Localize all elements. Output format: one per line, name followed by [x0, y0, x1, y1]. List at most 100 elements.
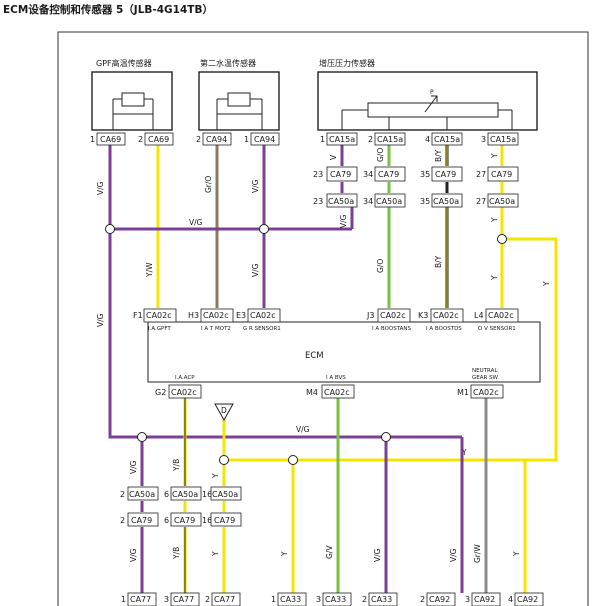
svg-text:CA50a: CA50a — [489, 197, 515, 206]
svg-text:B/Y: B/Y — [434, 255, 443, 268]
svg-text:Gr/W: Gr/W — [473, 544, 482, 563]
svg-text:2: 2 — [368, 135, 373, 144]
svg-text:CA33: CA33 — [371, 595, 392, 604]
gpf-temp-sensor-title: GPF高温传感器 — [96, 58, 152, 68]
svg-text:Y: Y — [490, 217, 499, 223]
svg-text:V: V — [329, 154, 338, 160]
svg-text:CA79: CA79 — [214, 516, 235, 525]
svg-text:CA02c: CA02c — [433, 311, 459, 320]
svg-text:23: 23 — [313, 197, 323, 206]
svg-text:CA92: CA92 — [474, 595, 495, 604]
svg-text:2: 2 — [420, 595, 425, 604]
svg-text:G/V: G/V — [325, 545, 334, 559]
svg-text:G/O: G/O — [376, 259, 385, 273]
svg-text:Y: Y — [461, 448, 467, 457]
svg-text:CA02c: CA02c — [473, 388, 499, 397]
svg-text:I A T MOT2: I A T MOT2 — [201, 326, 231, 332]
svg-text:NEUTRAL: NEUTRAL — [472, 368, 498, 374]
svg-text:E3: E3 — [236, 311, 246, 320]
svg-text:1: 1 — [320, 135, 325, 144]
svg-text:V/G: V/G — [129, 548, 138, 562]
svg-text:CA33: CA33 — [325, 595, 346, 604]
svg-text:3: 3 — [465, 595, 470, 604]
svg-text:F1: F1 — [133, 311, 143, 320]
svg-text:G2: G2 — [155, 388, 166, 397]
svg-text:Gr/O: Gr/O — [204, 176, 213, 193]
svg-text:4: 4 — [508, 595, 513, 604]
svg-text:Y/B: Y/B — [172, 459, 181, 472]
svg-text:Y/B: Y/B — [172, 547, 181, 560]
svg-text:Y: Y — [490, 275, 499, 281]
svg-text:G R SENSOR1: G R SENSOR1 — [243, 326, 281, 332]
svg-text:CA79: CA79 — [131, 516, 152, 525]
svg-text:2: 2 — [362, 595, 367, 604]
svg-text:CA79: CA79 — [491, 170, 512, 179]
svg-text:34: 34 — [363, 170, 373, 179]
svg-text:V/G: V/G — [251, 263, 260, 277]
svg-text:L4: L4 — [474, 311, 484, 320]
wire-color-labels: V/G Gr/O V/G V G/O B/Y Y V/G Y V/G Y/W V… — [96, 148, 551, 563]
svg-text:CA02c: CA02c — [250, 311, 276, 320]
svg-text:2: 2 — [138, 135, 143, 144]
svg-text:B/Y: B/Y — [434, 149, 443, 162]
svg-text:CA02c: CA02c — [146, 311, 172, 320]
outer-frame — [57, 31, 589, 606]
gpf-sensor-icon — [112, 92, 154, 130]
svg-text:3: 3 — [481, 135, 486, 144]
svg-text:Y: Y — [512, 551, 521, 557]
ecm-label: ECM — [305, 351, 324, 361]
connector: 34 CA79 — [363, 166, 406, 182]
svg-text:3: 3 — [316, 595, 321, 604]
svg-text:2: 2 — [205, 595, 210, 604]
svg-text:35: 35 — [420, 197, 430, 206]
svg-text:K3: K3 — [418, 311, 428, 320]
svg-text:2: 2 — [120, 490, 125, 499]
svg-text:CA77: CA77 — [214, 595, 235, 604]
svg-text:Y: Y — [211, 473, 220, 479]
svg-text:Y/W: Y/W — [145, 262, 154, 278]
svg-text:CA50a: CA50a — [212, 490, 238, 499]
svg-text:CA50a: CA50a — [433, 197, 459, 206]
svg-text:CA15a: CA15a — [377, 135, 403, 144]
svg-text:CA79: CA79 — [378, 170, 399, 179]
svg-text:Y: Y — [542, 281, 551, 287]
svg-text:CA15a: CA15a — [329, 135, 355, 144]
svg-text:1: 1 — [244, 135, 249, 144]
connector: 2 CA15a — [368, 132, 406, 146]
svg-text:CA50a: CA50a — [328, 197, 354, 206]
svg-text:CA02c: CA02c — [171, 388, 197, 397]
ecm-pin: E3 CA02c G R SENSOR1 — [236, 308, 281, 332]
gpf-temp-sensor-box — [91, 71, 173, 131]
svg-text:1: 1 — [90, 135, 95, 144]
svg-text:O V SENSOR1: O V SENSOR1 — [478, 326, 516, 332]
svg-text:Y: Y — [211, 551, 220, 557]
boost-pressure-sensor-title: 增压压力传感器 — [319, 58, 375, 68]
connector: 1 CA15a — [320, 132, 358, 146]
svg-text:V/G: V/G — [189, 218, 203, 227]
connector: 3 CA33 — [316, 592, 352, 606]
connector: 23 CA50a — [313, 193, 358, 208]
svg-text:CA79: CA79 — [174, 516, 195, 525]
svg-text:Y: Y — [280, 551, 289, 557]
lower-wires — [108, 308, 527, 593]
svg-text:V/G: V/G — [339, 214, 348, 228]
svg-text:I.A.GPFT: I.A.GPFT — [148, 326, 171, 332]
